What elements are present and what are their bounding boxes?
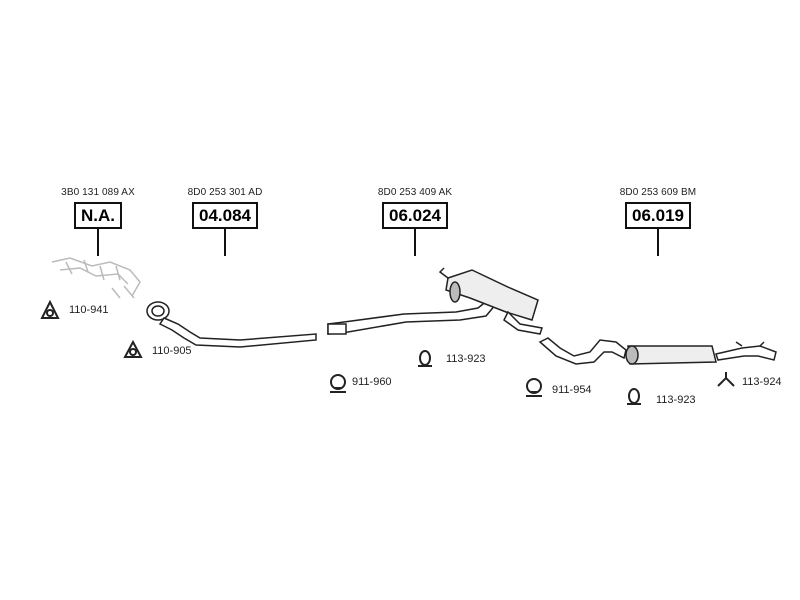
gasket-icon xyxy=(40,299,60,319)
oem-number: 8D0 253 409 AK xyxy=(377,187,453,198)
catalyst-part-faded xyxy=(51,257,141,299)
accessory-code[interactable]: 110-905 xyxy=(152,345,192,357)
accessory-code[interactable]: 113-924 xyxy=(742,376,782,388)
part-number-box[interactable]: 06.019 xyxy=(625,202,691,229)
leader-line xyxy=(657,228,659,256)
part-number-box[interactable]: N.A. xyxy=(74,202,122,229)
clamp-icon xyxy=(330,374,346,393)
middle-muffler-part xyxy=(327,267,543,335)
accessory-code[interactable]: 113-923 xyxy=(656,394,696,406)
rubber-hanger-icon xyxy=(627,388,641,405)
oem-number: 8D0 253 301 AD xyxy=(187,187,263,198)
oem-number: 3B0 131 089 AX xyxy=(61,187,135,198)
accessory-code[interactable]: 110-941 xyxy=(69,304,109,316)
leader-line xyxy=(97,228,99,256)
leader-line xyxy=(414,228,416,256)
accessory-code[interactable]: 911-954 xyxy=(552,384,592,396)
part-number-box[interactable]: 06.024 xyxy=(382,202,448,229)
accessory-code[interactable]: 113-923 xyxy=(446,353,486,365)
rubber-hanger-icon xyxy=(418,350,432,367)
oem-number: 8D0 253 609 BM xyxy=(619,187,697,198)
leader-line xyxy=(224,228,226,256)
clamp-icon xyxy=(526,378,542,397)
front-pipe-part xyxy=(146,301,317,348)
part-number-box[interactable]: 04.084 xyxy=(192,202,258,229)
gasket-icon xyxy=(123,339,143,358)
hanger-bracket-icon xyxy=(717,372,735,387)
accessory-code[interactable]: 911-960 xyxy=(352,376,392,388)
rear-muffler-part xyxy=(538,337,777,365)
